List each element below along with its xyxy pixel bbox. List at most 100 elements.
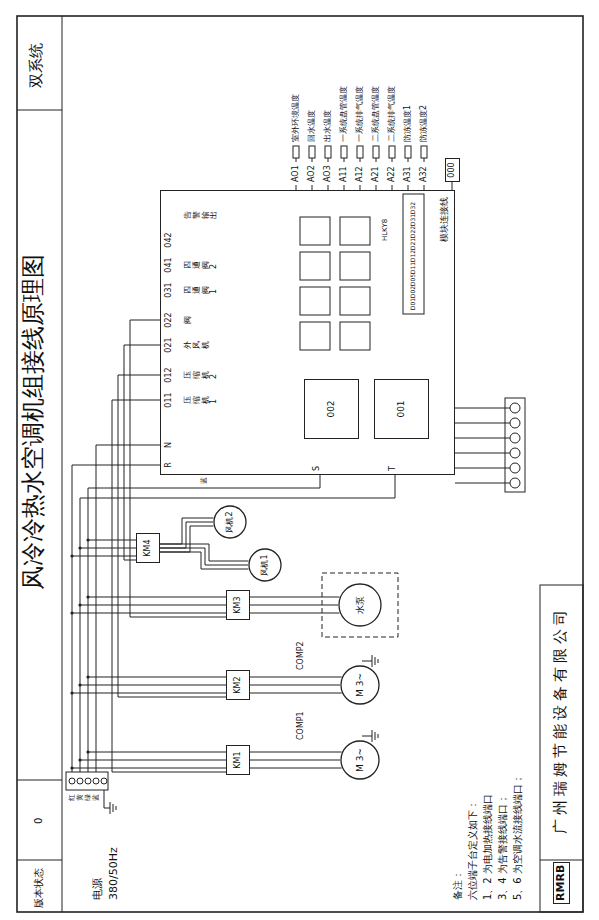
label-text: D05 [410, 274, 417, 286]
contactor-box: KM2 [226, 670, 250, 700]
sheet-title: 风冷冷热水空调机组接线原理图 [20, 254, 48, 590]
label-text: N [164, 442, 173, 448]
label-text: 1、2 为电加热接线端口 [482, 794, 494, 900]
circle-outline [341, 666, 379, 704]
label-text: D31 [410, 214, 417, 226]
wire-connector [452, 182, 453, 190]
label-text: 六位端子台定义如下： [467, 800, 479, 900]
wire-connector [160, 518, 213, 552]
label-text: 0 [33, 818, 45, 824]
label-text: 二系统盘管温度 [371, 86, 380, 142]
label-text: A21 [371, 166, 380, 182]
node-text: 水泵 [355, 596, 365, 614]
label-text: 黄 [76, 794, 84, 801]
terminal-function-label: 压缩机2 [184, 371, 219, 379]
label-text: 防冻温度2 [419, 105, 428, 142]
label-text: 3、4 为告警接线端口； [497, 794, 509, 900]
label-text: 380/50Hz [108, 847, 121, 900]
label-text: D32 [410, 202, 417, 214]
terminal-screw [510, 478, 520, 488]
terminal-wire [455, 438, 510, 439]
contactor-box: KM1 [226, 745, 250, 775]
label-text: S [312, 466, 321, 471]
wire-connector [250, 677, 342, 693]
label-text: 011 [164, 392, 173, 407]
terminal-function-label: 外风机 [184, 341, 210, 349]
label-text: HLKY8 [381, 219, 389, 241]
label-text: 5、6 为空调水流接线端口； [512, 774, 524, 900]
label-text: 022 [164, 312, 173, 327]
wire-connector [112, 400, 226, 772]
terminal-function-label: 阀 [184, 316, 193, 324]
terminal-screw [510, 463, 520, 473]
node-text: 001 [396, 400, 406, 417]
label-text: 电源 [92, 878, 105, 900]
terminal-function-label: 告警输出 [184, 211, 219, 219]
terminal-screw [510, 403, 520, 413]
label-text: 蓝 [92, 794, 100, 801]
terminal-wire [455, 423, 510, 424]
compressor-motor: M 3~ [340, 740, 380, 780]
circle-outline [339, 584, 381, 626]
sensor-symbol [309, 146, 315, 158]
label-text: 出水温度 [323, 110, 332, 142]
node-text: 000 [447, 162, 456, 177]
label-text: T [388, 466, 397, 471]
label-text: COMP1 [296, 711, 305, 740]
sensor-symbol [405, 146, 411, 158]
pump-motor: 水泵 [338, 583, 382, 627]
sensor-symbol [421, 146, 427, 158]
label-text: D21 [410, 238, 417, 250]
label-text: D02 [410, 286, 417, 298]
label-text: 防冻温度1 [403, 105, 412, 142]
label-text: 031 [164, 282, 173, 297]
label-text: 备注： [452, 870, 464, 900]
node-text: 002 [326, 400, 336, 417]
terminal-wire [455, 468, 510, 469]
wire-connector [130, 320, 226, 617]
fan-motor: 风机1 [248, 548, 282, 582]
sensor-symbol [373, 146, 379, 158]
node-text: 模块连接线 [439, 197, 449, 242]
terminal-function-label: 压缩机1 [184, 396, 219, 404]
node-text: 风机2 [225, 511, 234, 532]
fan-motor: 风机2 [213, 505, 247, 539]
terminal-screw [510, 448, 520, 458]
label-text: AO3 [323, 165, 332, 182]
label-text: A22 [387, 166, 396, 182]
node-text: KM3 [233, 596, 242, 613]
label-text: COMP2 [296, 641, 305, 670]
label-text: 红 [68, 794, 76, 801]
terminal-function-label: 四通阀1 [184, 286, 219, 294]
label-text: D22 [410, 226, 417, 238]
relay-box: 001 [374, 379, 429, 439]
label-text: 一系统盘管温度 [339, 86, 348, 142]
relay-box: 002 [304, 379, 359, 439]
label-text: D01 [410, 298, 417, 310]
label-text: A11 [339, 166, 348, 182]
node-text: KM1 [233, 751, 242, 768]
compressor-motor: M 3~ [340, 665, 380, 705]
wire-connector [118, 375, 226, 697]
node-text: M 3~ [355, 748, 365, 772]
circle-outline [214, 506, 246, 538]
terminal-function-label: 四通阀2 [184, 261, 219, 269]
contactor-box: KM4 [136, 533, 160, 563]
terminal-wire [455, 408, 510, 409]
circle-outline [341, 741, 379, 779]
sensor-symbol [325, 146, 331, 158]
sensor-symbol [293, 146, 299, 158]
label-text: D11 [410, 262, 417, 274]
sensor-symbol [357, 146, 363, 158]
label-text: 一系统排气温度 [355, 86, 364, 142]
label-text: 双系统 [28, 43, 45, 88]
label-text: 版本状态 [33, 868, 45, 908]
label-text: 041 [164, 257, 173, 272]
label-text: 021 [164, 337, 173, 352]
label-text: 回水温度 [307, 110, 316, 142]
wire-connector [124, 345, 160, 560]
terminal-screw [510, 433, 520, 443]
label-text: 室外环境温度 [291, 94, 300, 142]
label-text: 绿 [84, 794, 92, 801]
